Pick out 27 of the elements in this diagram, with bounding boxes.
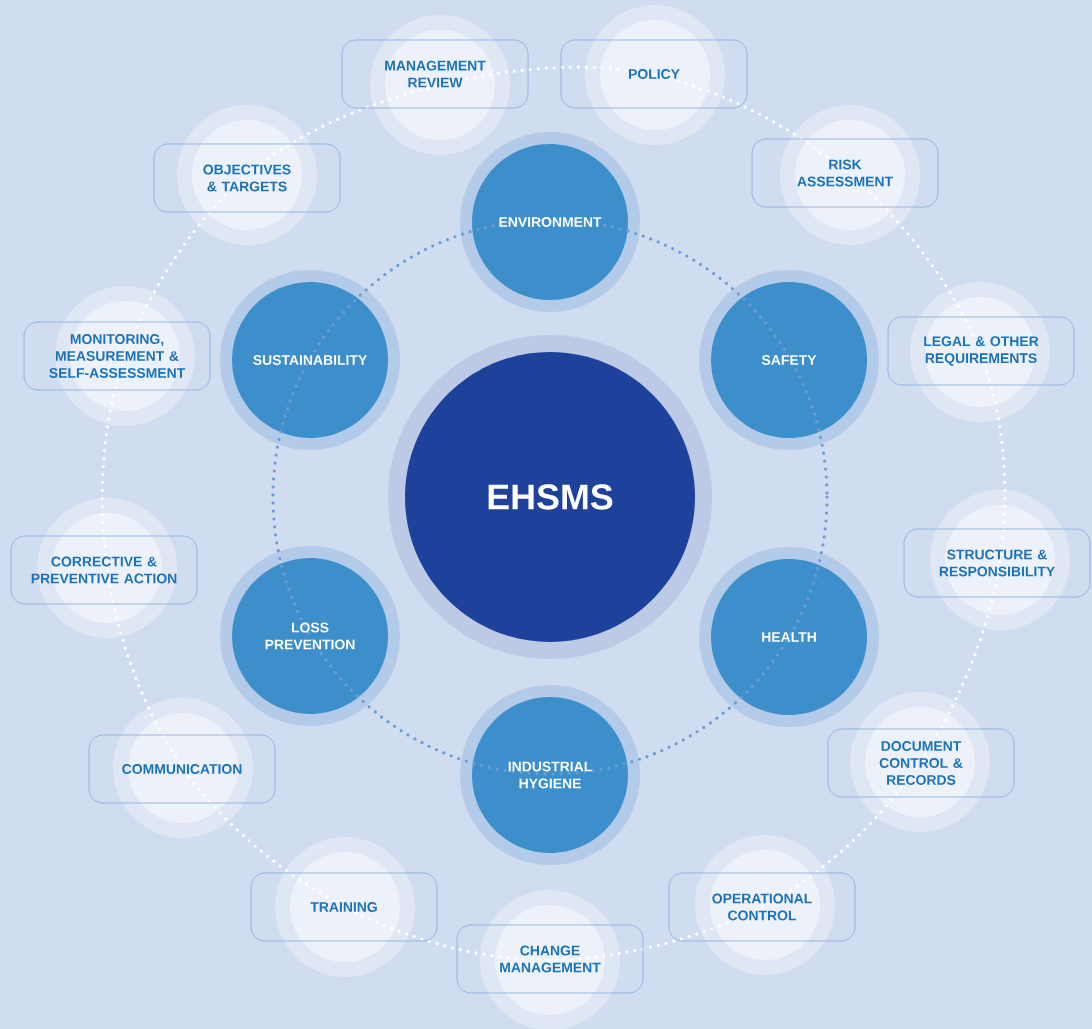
inner-circle [699, 270, 879, 450]
circle-label: INDUSTRIAL HYGIENE [508, 761, 592, 789]
rounded-box: CORRECTIVE & PREVENTIVE ACTION [10, 535, 198, 605]
inner-circle [699, 547, 879, 727]
rounded-box: RISK ASSESSMENT [751, 138, 939, 208]
rounded-box: LEGAL & OTHER REQUIREMENTS [887, 316, 1075, 386]
circle-label: ENVIRONMENT [499, 217, 602, 227]
rounded-box: STRUCTURE & RESPONSIBILITY [903, 528, 1091, 598]
rounded-box: DOCUMENT CONTROL & RECORDS [827, 728, 1015, 798]
circle-label: SAFETY [761, 355, 817, 365]
circle-label: HEALTH [762, 632, 816, 642]
rounded-box: COMMUNICATION [88, 734, 276, 804]
rounded-box: TRAINING [250, 872, 438, 942]
hub-label: EHSMS [488, 484, 613, 510]
rounded-box: MANAGEMENT REVIEW [341, 39, 529, 109]
inner-circle [220, 546, 400, 726]
rounded-box: OPERATIONAL CONTROL [668, 872, 856, 942]
inner-circle [460, 132, 640, 312]
rounded-box: POLICY [560, 39, 748, 109]
rounded-box: OBJECTIVES & TARGETS [153, 143, 341, 213]
inner-circle [460, 685, 640, 865]
inner-circle [220, 270, 400, 450]
circle-label: SUSTAINABILITY [253, 355, 367, 365]
rounded-box: MONITORING, MEASUREMENT & SELF-ASSESSMENT [23, 321, 211, 391]
rounded-box: CHANGE MANAGEMENT [456, 924, 644, 994]
circle-label: LOSS PREVENTION [265, 622, 355, 650]
hub-circle [388, 335, 712, 659]
